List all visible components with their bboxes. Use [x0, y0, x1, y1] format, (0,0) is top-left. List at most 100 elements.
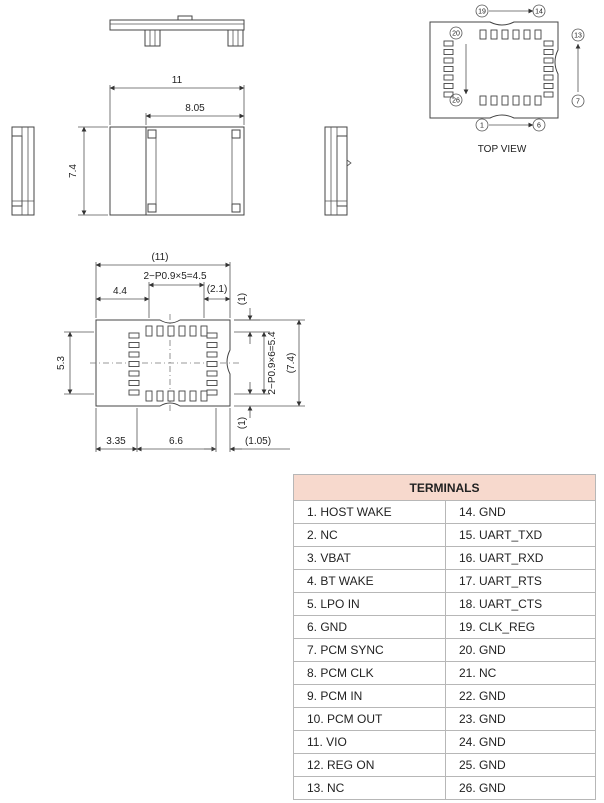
- terminal-cell: 12. REG ON: [293, 753, 446, 777]
- pad: [206, 361, 218, 367]
- fp-bottom-gap: (1): [237, 417, 248, 429]
- pad: [479, 95, 487, 106]
- fp-pitch-horizontal: 2−P0.9×5=4.5: [143, 271, 207, 282]
- pad: [443, 66, 454, 72]
- top-view-pads: [443, 29, 554, 106]
- pad: [206, 380, 218, 386]
- top-view-arrows: [463, 8, 581, 128]
- terminal-cell: 21. NC: [445, 661, 596, 685]
- pad: [206, 332, 218, 339]
- fp-pitch-vertical: 2−P0.9×6=5.4: [267, 331, 278, 395]
- terminal-cell: 16. UART_RXD: [445, 546, 596, 570]
- terminals-header-row: TERMINALS: [293, 474, 596, 501]
- pad: [543, 74, 554, 81]
- pin-label-20: 20: [452, 31, 460, 38]
- pad: [128, 361, 140, 367]
- side-view-top: [109, 15, 245, 47]
- pad: [479, 29, 487, 40]
- pad: [543, 91, 554, 98]
- pad: [443, 83, 454, 89]
- pad: [128, 351, 140, 358]
- fp-center-width: 6.6: [169, 436, 183, 447]
- top-view-caption: TOP VIEW: [478, 144, 527, 155]
- terminal-cell: 25. GND: [445, 753, 596, 777]
- main-body-top: [78, 85, 245, 216]
- pin-label-14: 14: [535, 9, 543, 16]
- pad: [145, 390, 153, 402]
- pad: [206, 351, 218, 358]
- terminal-cell: 1. HOST WAKE: [293, 500, 446, 524]
- pad: [490, 95, 498, 106]
- pad: [206, 370, 218, 377]
- pin-label-26: 26: [452, 98, 460, 105]
- fp-right-margin: (1.05): [245, 436, 271, 447]
- terminal-cell: 24. GND: [445, 730, 596, 754]
- footprint-outline: [90, 314, 240, 412]
- pad: [128, 332, 140, 339]
- pad: [200, 390, 208, 402]
- fp-top-gap: (1): [237, 293, 248, 305]
- pad: [543, 40, 554, 47]
- pad: [200, 325, 208, 337]
- pad: [145, 325, 153, 337]
- pad: [543, 57, 554, 64]
- pad: [490, 29, 498, 40]
- mechanical-drawing: 11 8.05 7.4 19 14 20 13 26 7 1 6 TOP VIE…: [11, 4, 585, 452]
- terminal-cell: 3. VBAT: [293, 546, 446, 570]
- fp-left-height: 5.3: [56, 356, 67, 370]
- pad: [167, 390, 175, 402]
- pad: [512, 29, 520, 40]
- dim-inner-width: 8.05: [185, 103, 205, 114]
- pad: [512, 95, 520, 106]
- pad: [206, 389, 218, 396]
- terminal-cell: 7. PCM SYNC: [293, 638, 446, 662]
- pad: [128, 370, 140, 377]
- fp-right-offset: (2.1): [207, 284, 228, 295]
- pad: [543, 49, 554, 55]
- pad: [128, 380, 140, 386]
- footprint-dims: [64, 262, 305, 452]
- pad: [523, 29, 531, 40]
- side-view-left: [11, 126, 35, 216]
- terminal-cell: 9. PCM IN: [293, 684, 446, 708]
- pad: [156, 390, 164, 402]
- pin-label-6: 6: [537, 123, 541, 130]
- pad: [501, 95, 509, 106]
- terminal-cell: 22. GND: [445, 684, 596, 708]
- pad: [543, 66, 554, 72]
- terminal-cell: 10. PCM OUT: [293, 707, 446, 731]
- pad: [167, 325, 175, 337]
- terminal-cell: 17. UART_RTS: [445, 569, 596, 593]
- terminal-cell: 13. NC: [293, 776, 446, 800]
- pad: [178, 390, 186, 402]
- terminal-cell: 4. BT WAKE: [293, 569, 446, 593]
- pad: [534, 29, 542, 40]
- pad: [206, 342, 218, 348]
- terminal-cell: 5. LPO IN: [293, 592, 446, 616]
- pad: [128, 342, 140, 348]
- pad: [501, 29, 509, 40]
- pad: [443, 40, 454, 47]
- terminal-cell: 6. GND: [293, 615, 446, 639]
- pad: [523, 95, 531, 106]
- terminal-cell: 26. GND: [445, 776, 596, 800]
- terminal-cell: 14. GND: [445, 500, 596, 524]
- pad: [543, 83, 554, 89]
- pad: [443, 57, 454, 64]
- terminal-cell: 18. UART_CTS: [445, 592, 596, 616]
- pin-label-13: 13: [574, 33, 582, 40]
- terminals-title: TERMINALS: [293, 474, 596, 501]
- fp-left-offset: 4.4: [113, 286, 127, 297]
- pad: [156, 325, 164, 337]
